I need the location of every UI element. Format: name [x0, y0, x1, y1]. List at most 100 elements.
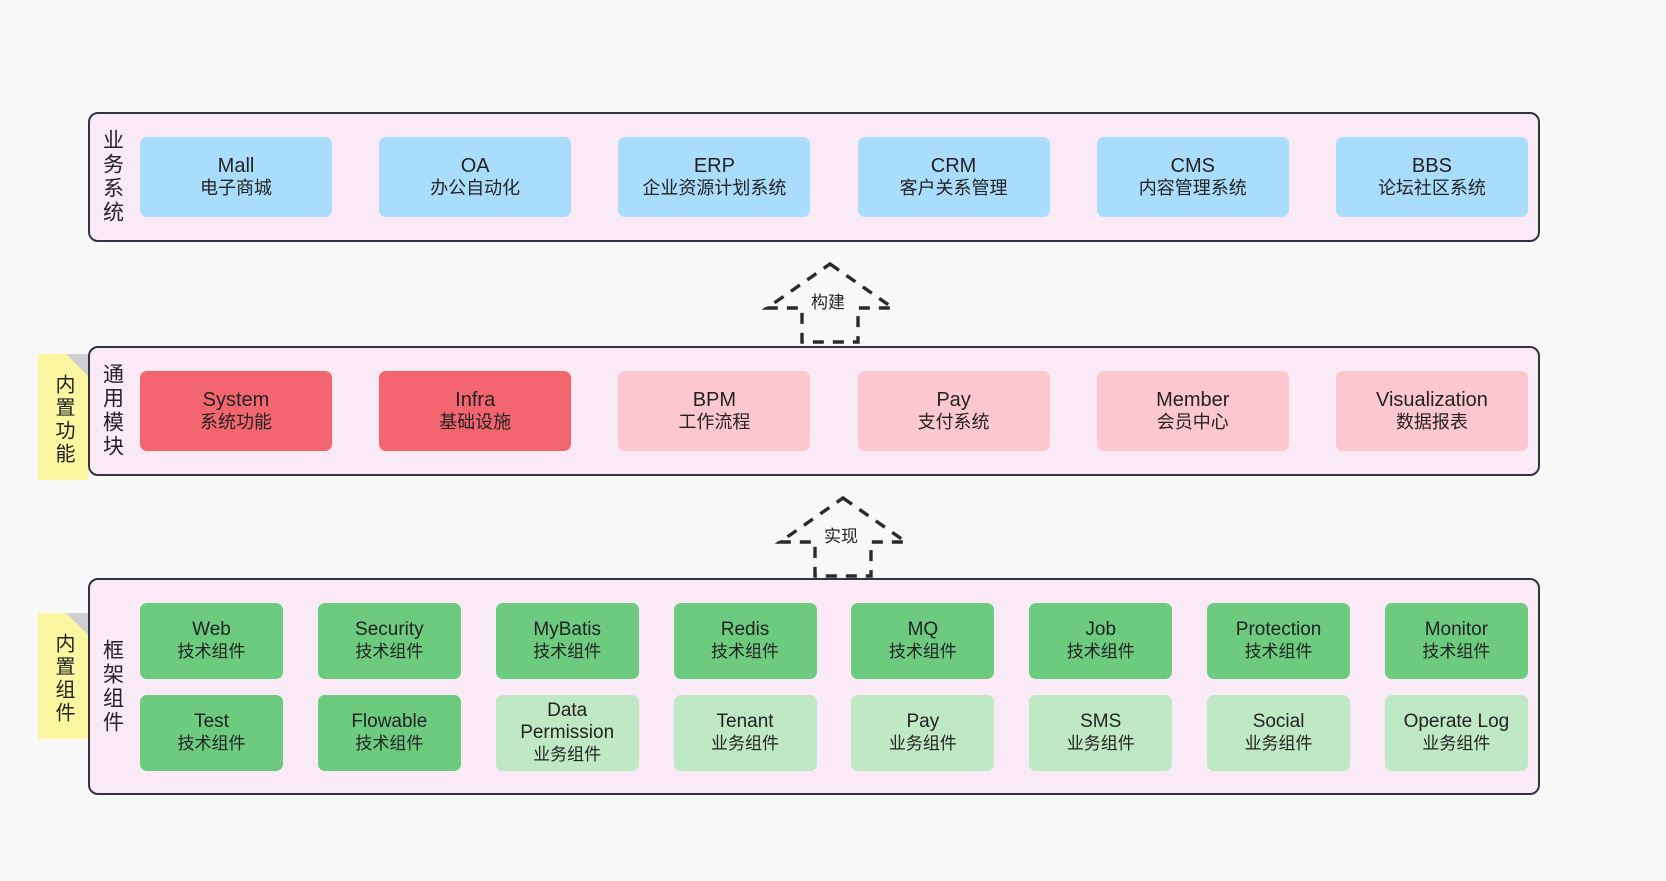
card-pay-module[interactable]: Pay 支付系统: [857, 371, 1050, 451]
card-job[interactable]: Job 技术组件: [1029, 602, 1173, 679]
card-mq[interactable]: MQ 技术组件: [851, 602, 995, 679]
card-bbs-desc: 论坛社区系统: [1377, 178, 1486, 199]
card-monitor[interactable]: Monitor 技术组件: [1384, 602, 1528, 679]
card-mq-name: MQ: [907, 619, 939, 641]
layer-framework-components-title: 框架组件: [100, 638, 124, 735]
card-monitor-desc: 技术组件: [1422, 641, 1491, 661]
arrow-implement-icon: [774, 495, 912, 578]
layer-common-modules: 通用模块 System 系统功能 Infra 基础设施 BPM 工作流程 Pay…: [88, 346, 1540, 476]
card-oa-name: OA: [460, 154, 490, 177]
card-infra-name: Infra: [455, 388, 496, 411]
arrow-build-icon: [761, 261, 899, 344]
card-system-desc: 系统功能: [200, 412, 272, 433]
card-sms-name: SMS: [1080, 711, 1122, 733]
card-visualization-desc: 数据报表: [1395, 412, 1468, 433]
card-test-name: Test: [194, 711, 229, 733]
card-test-desc: 技术组件: [177, 733, 246, 753]
card-cms[interactable]: CMS 内容管理系统: [1096, 137, 1289, 217]
card-erp-desc: 企业资源计划系统: [642, 178, 787, 199]
layer-business-systems: 业务系统 Mall 电子商城 OA 办公自动化 ERP 企业资源计划系统 CRM…: [88, 112, 1540, 242]
note-fold-corner-icon: [66, 613, 88, 635]
arrow-build: 构建: [755, 258, 905, 346]
card-bpm-name: BPM: [692, 388, 737, 411]
card-bpm-desc: 工作流程: [678, 412, 751, 433]
layer-business-systems-body: Mall 电子商城 OA 办公自动化 ERP 企业资源计划系统 CRM 客户关系…: [134, 114, 1538, 240]
framework-row-business: Test 技术组件 Flowable 技术组件 Data Permission …: [140, 694, 1528, 771]
card-oa[interactable]: OA 办公自动化: [379, 137, 572, 217]
card-tenant[interactable]: Tenant 业务组件: [673, 694, 817, 771]
card-security-name: Security: [355, 619, 424, 641]
card-pay-component-desc: 业务组件: [888, 733, 957, 753]
card-operate-log[interactable]: Operate Log 业务组件: [1384, 694, 1528, 771]
card-erp[interactable]: ERP 企业资源计划系统: [618, 137, 811, 217]
card-bpm[interactable]: BPM 工作流程: [618, 371, 811, 451]
layer-common-modules-title: 通用模块: [100, 363, 124, 459]
card-web[interactable]: Web 技术组件: [140, 602, 283, 679]
card-social-desc: 业务组件: [1244, 733, 1313, 753]
card-sms-desc: 业务组件: [1066, 733, 1135, 753]
card-redis-name: Redis: [720, 619, 770, 641]
card-operate-log-name: Operate Log: [1403, 711, 1510, 733]
card-member-name: Member: [1156, 388, 1230, 411]
card-protection-name: Protection: [1235, 619, 1322, 641]
card-mq-desc: 技术组件: [888, 641, 957, 661]
card-social-name: Social: [1252, 711, 1305, 733]
card-mybatis-name: MyBatis: [533, 619, 601, 641]
note-builtin-components-text: 内置组件: [52, 633, 74, 725]
card-mybatis-desc: 技术组件: [533, 641, 602, 661]
card-mall-desc: 电子商城: [200, 178, 272, 199]
arrow-build-label: 构建: [811, 293, 845, 312]
card-visualization[interactable]: Visualization 数据报表: [1335, 371, 1528, 451]
card-operate-log-desc: 业务组件: [1422, 733, 1491, 753]
card-cms-desc: 内容管理系统: [1138, 178, 1247, 199]
arrow-implement-label: 实现: [824, 527, 858, 546]
note-fold-corner-icon: [66, 354, 88, 376]
note-builtin-features-text: 内置功能: [52, 374, 74, 466]
card-redis-desc: 技术组件: [711, 641, 780, 661]
card-flowable-name: Flowable: [351, 711, 428, 733]
framework-row-technical: Web 技术组件 Security 技术组件 MyBatis 技术组件 Redi…: [140, 602, 1528, 679]
note-builtin-features: 内置功能: [38, 354, 88, 480]
card-flowable[interactable]: Flowable 技术组件: [317, 694, 461, 771]
card-data-permission-desc: 业务组件: [533, 744, 602, 764]
card-data-permission-name: Data Permission: [520, 700, 615, 744]
card-erp-name: ERP: [693, 154, 735, 177]
card-security-desc: 技术组件: [355, 641, 424, 661]
note-builtin-components: 内置组件: [38, 613, 88, 739]
card-flowable-desc: 技术组件: [355, 733, 424, 753]
card-protection[interactable]: Protection 技术组件: [1207, 602, 1351, 679]
card-visualization-name: Visualization: [1375, 388, 1488, 411]
card-crm-name: CRM: [930, 154, 977, 177]
card-crm[interactable]: CRM 客户关系管理: [857, 137, 1050, 217]
card-pay-module-name: Pay: [936, 388, 971, 411]
card-mall-name: Mall: [217, 154, 255, 177]
layer-common-modules-body: System 系统功能 Infra 基础设施 BPM 工作流程 Pay 支付系统…: [134, 348, 1538, 474]
card-social[interactable]: Social 业务组件: [1207, 694, 1351, 771]
card-test[interactable]: Test 技术组件: [140, 694, 283, 771]
layer-business-systems-title: 业务系统: [100, 129, 124, 225]
card-mall[interactable]: Mall 电子商城: [140, 137, 332, 217]
card-system[interactable]: System 系统功能: [140, 371, 332, 451]
layer-framework-components: 框架组件 Web 技术组件 Security 技术组件 MyBatis 技术组件: [88, 578, 1540, 795]
card-mybatis[interactable]: MyBatis 技术组件: [495, 602, 639, 679]
card-data-permission[interactable]: Data Permission 业务组件: [495, 694, 639, 771]
layer-framework-components-body: Web 技术组件 Security 技术组件 MyBatis 技术组件 Redi…: [134, 580, 1538, 793]
card-pay-module-desc: 支付系统: [917, 412, 990, 433]
card-tenant-name: Tenant: [716, 711, 774, 733]
card-redis[interactable]: Redis 技术组件: [673, 602, 817, 679]
card-cms-name: CMS: [1170, 154, 1215, 177]
card-infra-desc: 基础设施: [439, 412, 512, 433]
card-pay-component-name: Pay: [906, 711, 940, 733]
card-oa-desc: 办公自动化: [430, 178, 521, 199]
card-sms[interactable]: SMS 业务组件: [1029, 694, 1173, 771]
card-member[interactable]: Member 会员中心: [1096, 371, 1289, 451]
card-tenant-desc: 业务组件: [711, 733, 780, 753]
card-web-name: Web: [192, 619, 231, 641]
card-web-desc: 技术组件: [177, 641, 246, 661]
card-pay-component[interactable]: Pay 业务组件: [851, 694, 995, 771]
card-job-desc: 技术组件: [1066, 641, 1135, 661]
card-infra[interactable]: Infra 基础设施: [379, 371, 572, 451]
card-security[interactable]: Security 技术组件: [317, 602, 461, 679]
card-bbs[interactable]: BBS 论坛社区系统: [1335, 137, 1528, 217]
